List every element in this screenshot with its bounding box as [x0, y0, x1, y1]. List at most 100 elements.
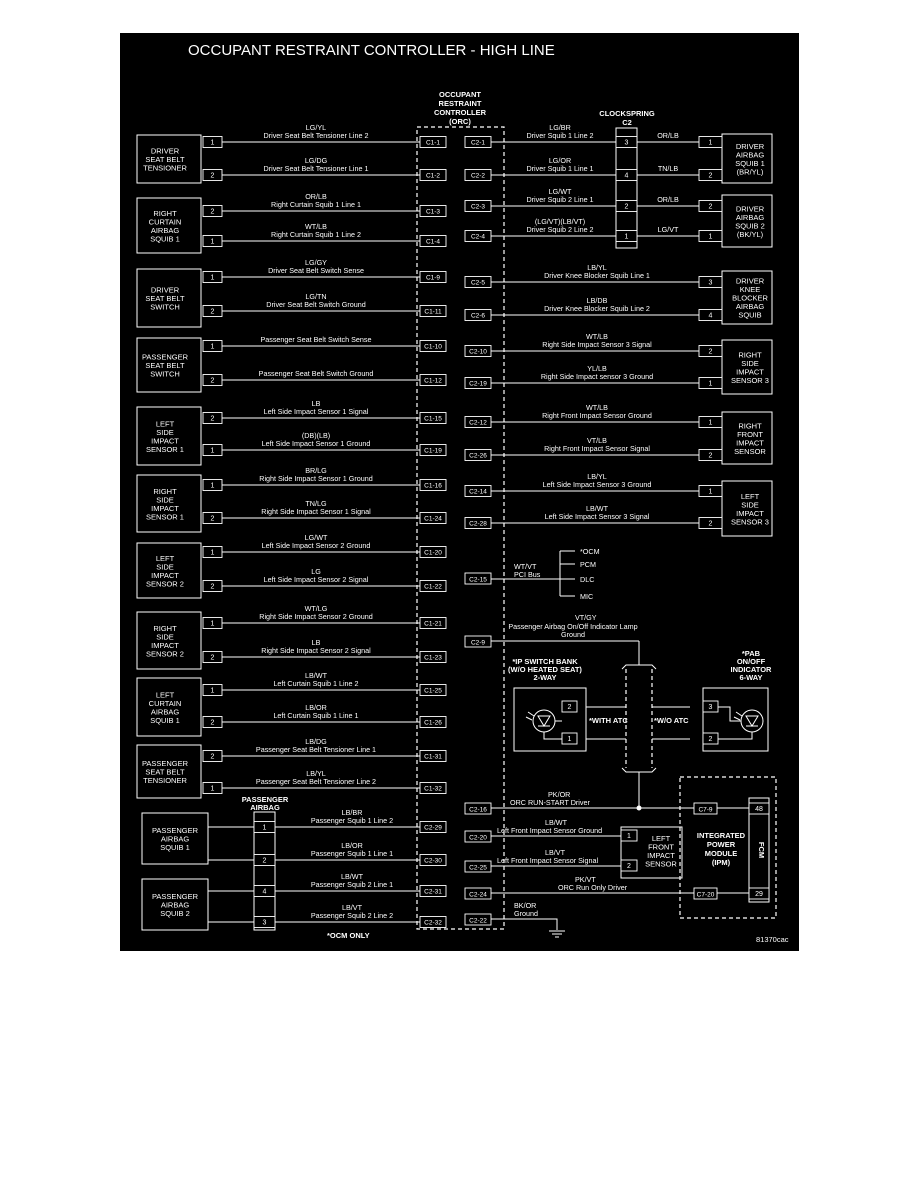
wire-description: Left Side Impact Sensor 2 Ground — [262, 541, 371, 550]
component-label-line: AIRBAG — [151, 226, 180, 235]
connector-label: C1-12 — [424, 378, 442, 385]
wire-color: LB/YL — [587, 472, 607, 481]
component-box — [136, 197, 202, 254]
wire-color: LG/BR — [549, 123, 571, 132]
connector-label: C1-31 — [424, 754, 442, 761]
component-label-line: (BR/YL) — [737, 167, 764, 176]
component-label-line: AIRBAG — [736, 150, 765, 159]
wire-description: Passenger Squib 1 Line 2 — [311, 816, 393, 825]
component-label-line: RIGHT — [153, 209, 177, 218]
wire-color: LG/TN — [305, 292, 326, 301]
connector-pin — [620, 829, 638, 842]
connector-pin — [419, 479, 447, 491]
pin-label: 1 — [211, 448, 215, 455]
connector-label: C2-10 — [469, 349, 487, 356]
connector-label: C1-20 — [424, 550, 442, 557]
connector-pin — [419, 340, 447, 352]
connector-label: C1-26 — [424, 720, 442, 727]
pin-label: 3 — [709, 280, 713, 287]
wire-description: Passenger Seat Belt Tensioner Line 2 — [256, 777, 376, 786]
connector-pin — [419, 305, 447, 317]
connector-label: C1-4 — [426, 239, 440, 246]
pin-label: 4 — [263, 889, 267, 896]
component-label-line: DRIVER — [736, 142, 765, 151]
clockspring-box — [615, 127, 638, 249]
connector-pin — [698, 230, 723, 242]
wire-description: Driver Seat Belt Switch Sense — [268, 266, 364, 275]
connector-label: C1-15 — [424, 416, 442, 423]
wire-color: (LG/VT)(LB/VT) — [535, 217, 585, 226]
component-label-line: AIRBAG — [736, 302, 765, 311]
pin-label: 1 — [263, 825, 267, 832]
connector-label: C2-3 — [471, 204, 485, 211]
connector-label: C2-14 — [469, 489, 487, 496]
component-label-line: CURTAIN — [149, 699, 182, 708]
component-box — [721, 270, 773, 325]
wire-color: LB/WT — [545, 818, 568, 827]
connector-label: C2-20 — [469, 835, 487, 842]
component-box — [721, 194, 773, 248]
connector-label: C2-6 — [471, 313, 485, 320]
component-label-line: DRIVER — [736, 277, 765, 286]
pin-label: 1 — [211, 550, 215, 557]
wire-description: Left Side Impact Sensor 3 Signal — [545, 512, 650, 521]
fcm-label: FCM — [757, 842, 766, 858]
wire-color: LG/GY — [305, 258, 327, 267]
component-box — [136, 268, 202, 328]
pin-label: 1 — [709, 381, 713, 388]
wire-color: LB/VT — [545, 848, 566, 857]
pin-label: 1 — [211, 786, 215, 793]
pin-label: 2 — [211, 584, 215, 591]
wire-description: Left Front Impact Sensor Ground — [497, 826, 602, 835]
with-atc-label: *WITH ATC — [589, 716, 628, 725]
component-label-line: DRIVER — [151, 147, 180, 156]
run-only-color: PK/VT — [575, 875, 596, 884]
connector-pin — [748, 802, 770, 815]
connector-label: C1-22 — [424, 584, 442, 591]
component-box — [136, 406, 202, 466]
pin-label: 2 — [211, 720, 215, 727]
component-label-line: RIGHT — [738, 350, 762, 359]
pin-label: 1 — [211, 344, 215, 351]
wire-color: LB — [312, 638, 321, 647]
run-start-circuit: C2-16 PK/OR ORC RUN-START Driver — [464, 772, 694, 815]
component-label-line: SQUIB 1 — [735, 159, 765, 168]
wire-description: Driver Knee Blocker Squib Line 1 — [544, 271, 650, 280]
wire-description: Left Curtain Squib 1 Line 2 — [273, 679, 358, 688]
wire-description: Left Front Impact Sensor Signal — [497, 856, 598, 865]
component-label-line: SQUIB 1 — [160, 843, 190, 852]
connector-pin — [698, 309, 723, 321]
component-label-line: LEFT — [156, 554, 175, 563]
component-label-line: SQUIB — [738, 311, 761, 320]
connector-pin — [419, 716, 447, 728]
connector-label: C2-9 — [471, 640, 485, 647]
pin-label: 2 — [211, 416, 215, 423]
wire-color: LB/DG — [305, 737, 327, 746]
component-label-line: DRIVER — [736, 204, 765, 213]
pci-target: *OCM — [580, 547, 600, 556]
pin-label: 2 — [709, 173, 713, 180]
pin-label: 2 — [211, 209, 215, 216]
wire-color: OR/LB — [657, 195, 679, 204]
connector-label: C2-32 — [424, 920, 442, 927]
pin-label: 29 — [755, 891, 763, 898]
component-label-line: SENSOR 1 — [146, 445, 184, 454]
component-label-line: LEFT — [156, 419, 175, 428]
connector-pin — [419, 885, 447, 897]
